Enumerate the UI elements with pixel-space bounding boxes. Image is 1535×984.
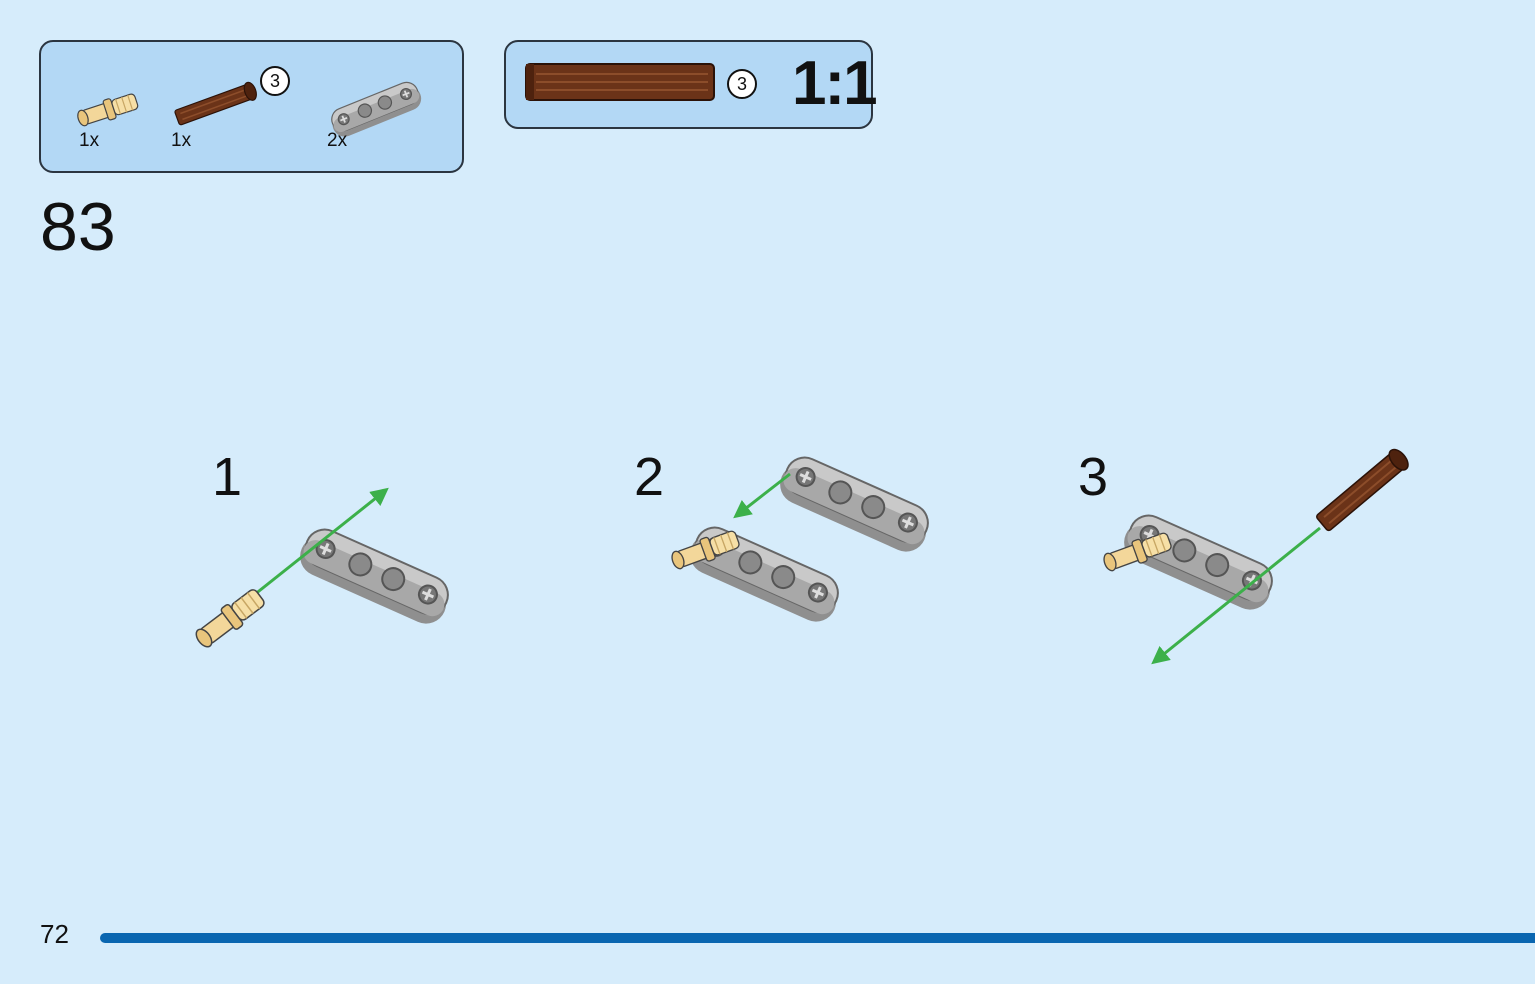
scale-reference-box: 3 1:1	[504, 40, 878, 129]
step-number: 83	[40, 189, 116, 265]
sub-step-2-illustration	[668, 449, 938, 630]
axle-quantity: 1x	[171, 130, 192, 151]
tan-connector-pin-icon	[74, 90, 141, 130]
sub-step-1-illustration	[190, 487, 458, 653]
scale-label: 1:1	[792, 49, 878, 118]
brown-axle-icon	[173, 79, 260, 128]
scale-axle-callout: 3	[727, 69, 757, 99]
pin-quantity: 1x	[79, 130, 100, 151]
sub-step-3-number: 3	[1078, 447, 1109, 507]
sub-step-2-number: 2	[634, 447, 665, 507]
page-footer-bar	[100, 933, 1535, 943]
page-number: 72	[40, 919, 69, 949]
axle-length-callout: 3	[260, 66, 290, 96]
parts-list-box: 1x 1x 3 2x	[39, 40, 464, 173]
beam-quantity: 2x	[327, 130, 348, 151]
sub-step-1-number: 1	[212, 447, 243, 507]
gray-beam-icon	[326, 77, 426, 142]
axle-scale-icon	[525, 63, 715, 101]
sub-step-3-illustration	[1100, 445, 1413, 665]
